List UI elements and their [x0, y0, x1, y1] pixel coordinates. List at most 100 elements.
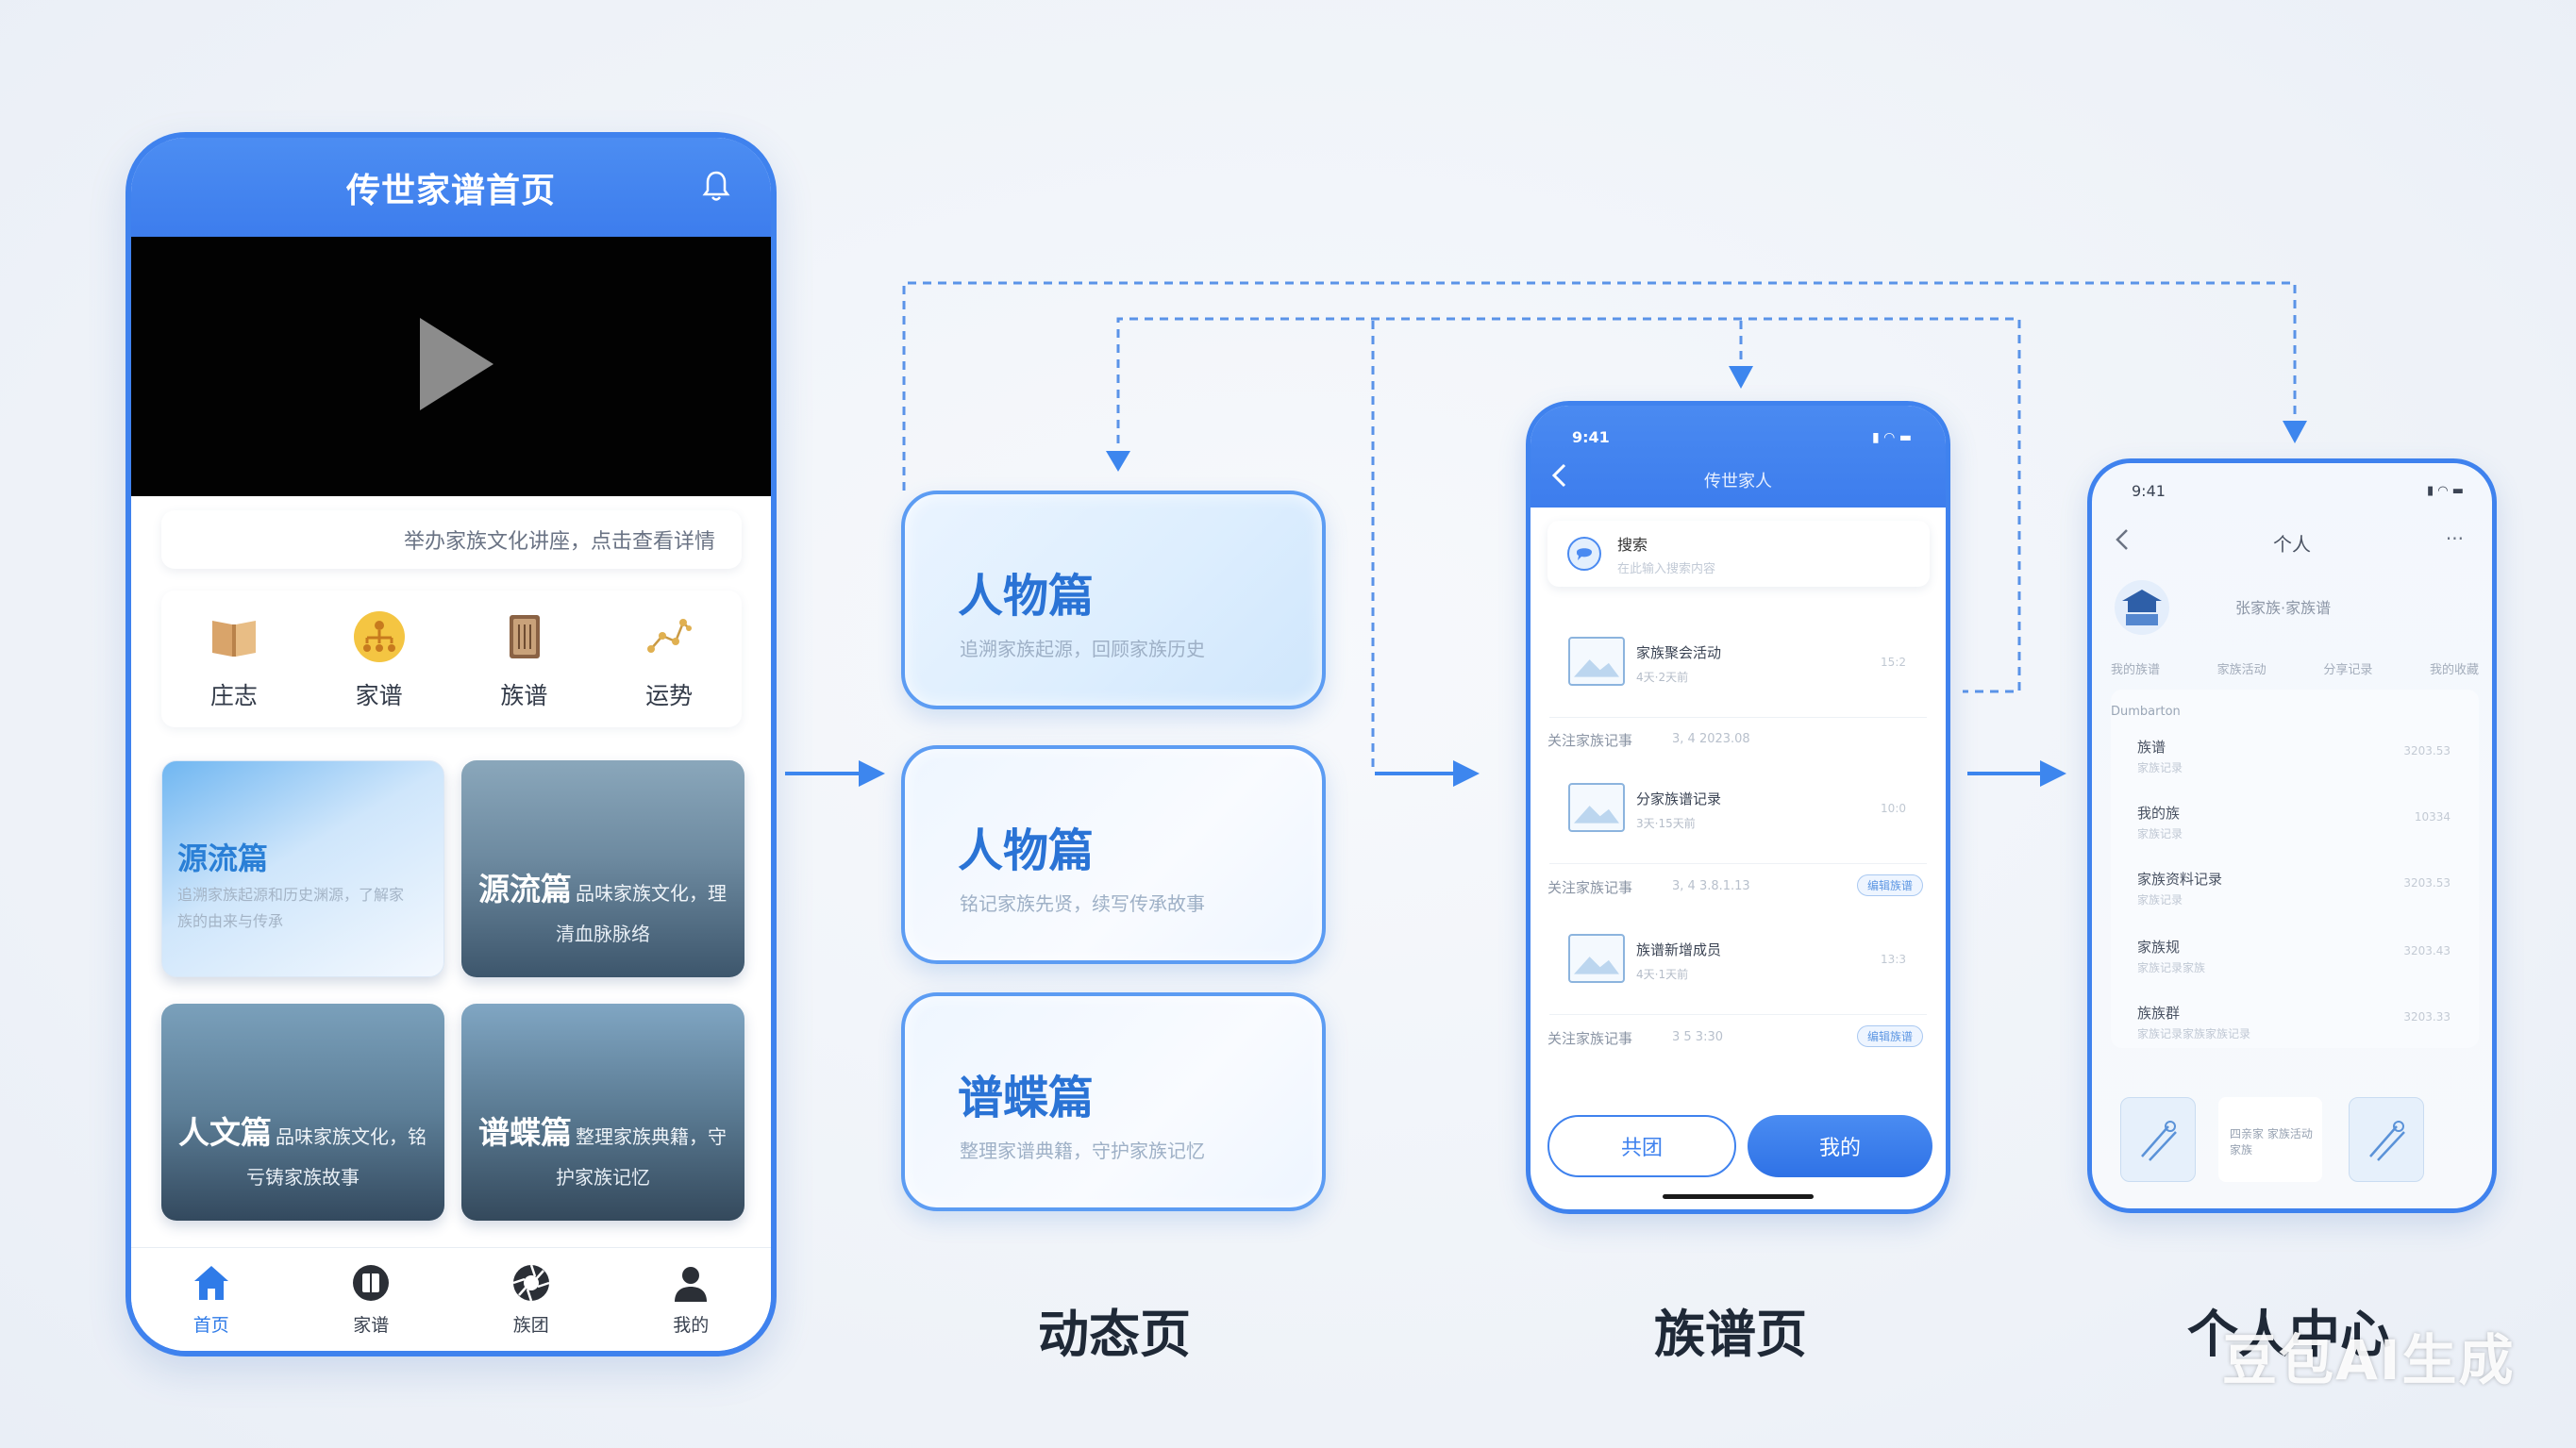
list-item-title: 分家族谱记录: [1636, 791, 1722, 807]
dynamic-card-pudie[interactable]: 谱蝶篇 整理家谱典籍，守护家族记忆: [901, 992, 1326, 1211]
list-item-sub: 家族记录家族: [2137, 961, 2206, 974]
tools-icon: [2141, 1121, 2177, 1161]
content-card-renwen[interactable]: 人文篇品味家族文化，铭 亏铸家族故事: [161, 1004, 444, 1221]
tab-label: 我的: [673, 1315, 710, 1336]
tree-header: 9:41 ▮ ◠ ▬ 传世家人: [1531, 406, 1946, 508]
tree-title: 传世家人: [1704, 472, 1772, 491]
stat-item[interactable]: 家族活动: [2216, 663, 2267, 677]
search-card[interactable]: 搜索 在此输入搜索内容: [1547, 521, 1930, 587]
tab-jiapu[interactable]: 家谱: [314, 1262, 427, 1337]
label-dynamic-page: 动态页: [1038, 1305, 1191, 1364]
content-card-pudie[interactable]: 谱蝶篇整理家族典籍，守 护家族记忆: [461, 1004, 744, 1221]
list-item-sub: 家族记录: [2137, 827, 2183, 841]
list-item-title[interactable]: 族谱: [2137, 739, 2166, 756]
stat-item[interactable]: 我的收藏: [2429, 663, 2479, 677]
list-item[interactable]: 家族聚会活动 4天·2天前 15:2: [1549, 618, 1927, 703]
quick-item-label: 庄志: [209, 681, 258, 709]
stats-row: 我的族谱 家族活动 分享记录 我的收藏: [2111, 659, 2479, 677]
dynamic-card-renwu-1[interactable]: 人物篇 追溯家族起源，回顾家族历史: [901, 491, 1326, 709]
list-item-title[interactable]: 族族群: [2137, 1005, 2181, 1022]
quick-item-zupu[interactable]: 族谱: [467, 607, 580, 711]
divider: [1549, 717, 1927, 718]
status-icons: ▮ ◠ ▬: [1871, 430, 1912, 445]
list-item-sub: 3天·15天前: [1636, 817, 1696, 830]
bell-icon[interactable]: [701, 170, 731, 204]
shortcut-text-box: 四亲家 家族活动家族: [2218, 1097, 2322, 1182]
panel-heading: Dumbarton: [2111, 705, 2181, 719]
tab-zutuan[interactable]: 族团: [475, 1262, 588, 1337]
dynamic-card-subtitle: 追溯家族起源，回顾家族历史: [960, 638, 1205, 660]
section-title: 关注家族记事: [1547, 1030, 1633, 1047]
list-item-title[interactable]: 家族资料记录: [2137, 871, 2223, 888]
avatar[interactable]: [2113, 578, 2171, 637]
status-icons: ▮ ◠ ▬: [2426, 484, 2464, 498]
card-title: 源流篇: [478, 871, 572, 907]
bottom-tab-bar: 首页 家谱 族团 我的: [131, 1247, 771, 1351]
list-item-title[interactable]: 我的族: [2137, 805, 2181, 822]
card-title-line: 人文篇品味家族文化，铭: [178, 1107, 427, 1153]
divider: [1549, 863, 1927, 864]
status-time: 9:41: [2132, 482, 2166, 500]
notice-banner[interactable]: 举办家族文化讲座，点击查看详情: [161, 510, 742, 569]
list-item-meta: 3203.53: [2403, 744, 2451, 757]
search-subtitle: 在此输入搜索内容: [1617, 562, 1716, 576]
content-card-yuanliu[interactable]: 源流篇 追溯家族起源和历史渊源，了解家族的由来与传承: [161, 760, 444, 977]
list-item-meta: 10:0: [1881, 802, 1906, 815]
mine-button[interactable]: 我的: [1748, 1115, 1932, 1177]
shortcut-tile[interactable]: [2349, 1097, 2424, 1182]
list-item-meta: 10334: [2414, 810, 2451, 824]
card-subtitle: 亏铸家族故事: [246, 1166, 360, 1189]
book-tab-icon: [353, 1265, 390, 1301]
tab-mine[interactable]: 我的: [634, 1262, 747, 1337]
content-card-yuanliu-2[interactable]: 源流篇品味家族文化，理 清血脉脉络: [461, 760, 744, 977]
back-chevron-icon[interactable]: [1549, 462, 1570, 489]
group-button[interactable]: 共团: [1547, 1115, 1736, 1177]
aperture-icon: [512, 1264, 550, 1302]
more-icon[interactable]: ···: [2445, 527, 2464, 550]
card-title: 源流篇: [177, 841, 269, 876]
list-item-title[interactable]: 家族规: [2137, 939, 2181, 956]
shortcut-tile[interactable]: [2120, 1097, 2196, 1182]
dynamic-card-title: 人物篇: [958, 824, 1095, 877]
list-item[interactable]: 分家族谱记录 3天·15天前 10:0: [1549, 764, 1927, 849]
list-item[interactable]: 族谱新增成员 4天·1天前 13:3: [1549, 915, 1927, 1000]
home-title: 传世家谱首页: [345, 171, 556, 210]
book-icon: [211, 620, 256, 657]
quick-item-zhuangzhi[interactable]: 庄志: [177, 607, 291, 711]
back-chevron-icon[interactable]: [2113, 527, 2132, 552]
personal-phone: 9:41 ▮ ◠ ▬ 个人 ··· 张家族·家族谱 我的族谱 家族活动 分享记录…: [2087, 458, 2497, 1213]
section-title: 关注家族记事: [1547, 732, 1633, 749]
label-tree-page: 族谱页: [1654, 1305, 1807, 1364]
search-title: 搜索: [1617, 536, 1648, 554]
quick-item-yunshi[interactable]: 运势: [612, 607, 726, 711]
card-title-line: 源流篇品味家族文化，理: [478, 864, 727, 909]
dynamic-card-title: 人物篇: [958, 570, 1095, 623]
card-subtitle: 追溯家族起源和历史渊源，了解家族的由来与传承: [177, 886, 405, 930]
card-inline-text: 整理家族典籍，守: [576, 1125, 727, 1148]
watermark: 豆包AI生成: [2222, 1328, 2516, 1392]
image-placeholder-icon: [1568, 783, 1625, 832]
genealogy-book-icon: [510, 614, 541, 658]
tab-label: 家谱: [353, 1315, 390, 1336]
play-icon[interactable]: [414, 312, 499, 416]
video-player[interactable]: [131, 237, 771, 496]
card-title: 谱蝶篇: [478, 1114, 572, 1151]
stat-item[interactable]: 分享记录: [2323, 663, 2373, 677]
personal-list-panel: [2111, 690, 2479, 1048]
edit-tag-button[interactable]: 编辑族谱: [1856, 874, 1923, 896]
section-date: 3, 4 2023.08: [1672, 732, 1750, 746]
list-item-title: 族谱新增成员: [1636, 941, 1722, 958]
user-name: 张家族·家族谱: [2235, 599, 2332, 617]
dynamic-card-renwu-2[interactable]: 人物篇 铭记家族先贤，续写传承故事: [901, 745, 1326, 964]
list-item-meta: 13:3: [1881, 953, 1906, 966]
edit-tag-button[interactable]: 编辑族谱: [1856, 1025, 1923, 1047]
tab-home[interactable]: 首页: [155, 1262, 268, 1337]
card-subtitle: 护家族记忆: [556, 1166, 650, 1189]
stat-item[interactable]: 我的族谱: [2111, 663, 2161, 677]
shortcut-text: 四亲家 家族活动家族: [2230, 1127, 2313, 1157]
list-item-title: 家族聚会活动: [1636, 644, 1722, 661]
list-item-sub: 4天·1天前: [1636, 968, 1689, 981]
quick-item-label: 家谱: [355, 681, 403, 709]
home-phone: 传世家谱首页 举办家族文化讲座，点击查看详情 庄志: [125, 132, 777, 1356]
quick-item-jiapu[interactable]: 家谱: [323, 607, 436, 711]
